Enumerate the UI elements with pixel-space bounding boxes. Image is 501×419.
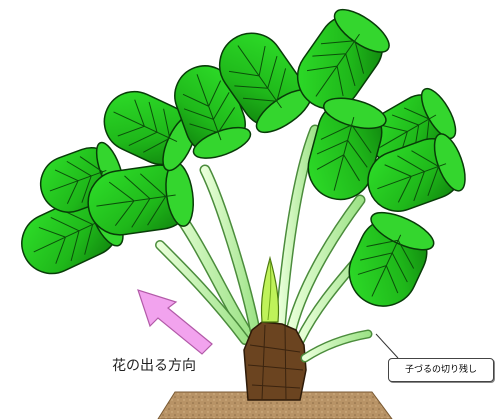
corm [244, 322, 306, 400]
callout-pointer [376, 334, 398, 358]
offshoot-stub [305, 334, 368, 358]
flower-direction-arrow-icon [138, 290, 212, 354]
flower-direction-label: 花の出る方向 [112, 355, 196, 375]
new-shoot [261, 258, 278, 322]
leaf [338, 205, 439, 317]
offshoot-cut-callout: 子づるの切り残し [388, 358, 494, 382]
